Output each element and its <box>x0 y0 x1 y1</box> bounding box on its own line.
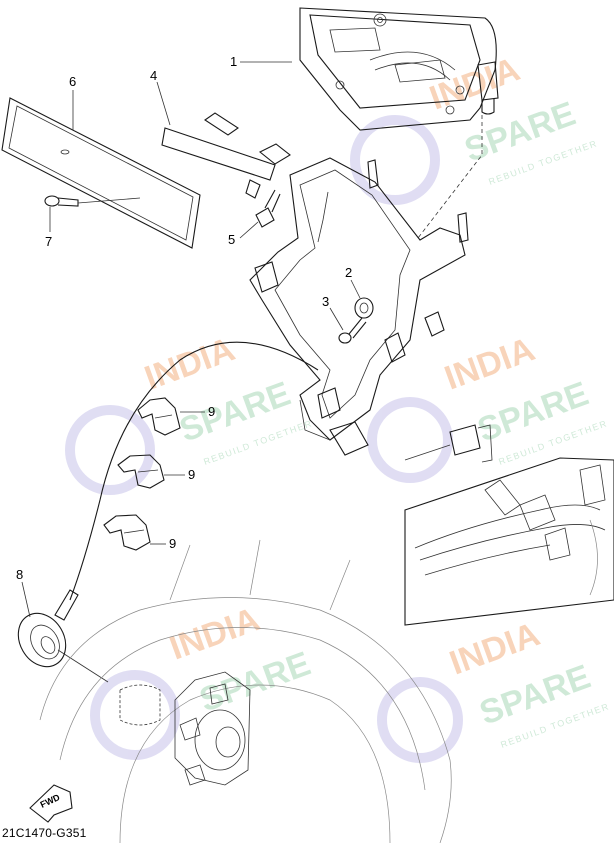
callout-5: 5 <box>228 232 235 247</box>
watermark-line1: INDIA <box>165 600 265 667</box>
clamp-9-middle <box>117 454 165 489</box>
fwd-arrow-icon: FWD <box>29 784 73 823</box>
speedometer-cable <box>69 341 319 601</box>
screw-7 <box>44 195 141 207</box>
drawing-code: 21C1470-G351 <box>2 826 87 840</box>
callout-7: 7 <box>45 234 52 249</box>
watermark-logo-icon <box>65 405 155 495</box>
watermark-line1: INDIA <box>445 615 545 682</box>
watermark-bottom-right: INDIA SPARE REBUILD TOGETHER <box>377 615 611 763</box>
meter-assembly <box>299 7 499 131</box>
watermark-top: INDIA SPARE REBUILD TOGETHER <box>350 50 599 205</box>
watermark-logo-icon <box>377 677 463 763</box>
watermark-logo-icon <box>367 397 453 483</box>
speedometer-gear-8 <box>17 589 109 683</box>
callout-2: 2 <box>345 265 352 280</box>
clamp-9-top <box>137 397 181 436</box>
screw-3 <box>338 317 367 344</box>
watermark-logo-icon <box>90 670 180 760</box>
watermark-line1: INDIA <box>440 330 540 397</box>
front-wheel <box>39 539 452 843</box>
connector <box>404 424 493 463</box>
watermark-right: INDIA SPARE REBUILD TOGETHER <box>367 330 609 483</box>
grommet-2 <box>354 297 374 319</box>
callout-1: 1 <box>230 54 237 69</box>
callout-6: 6 <box>69 74 76 89</box>
callout-9b: 9 <box>188 467 195 482</box>
bolt-5 <box>255 189 281 228</box>
callout-9c: 9 <box>169 536 176 551</box>
watermark-line2: SPARE <box>195 645 316 720</box>
detail-inset <box>404 457 614 626</box>
bracket-4 <box>161 112 291 199</box>
watermark-logo-icon <box>350 115 440 205</box>
callout-9a: 9 <box>208 404 215 419</box>
callout-3: 3 <box>322 294 329 309</box>
meter-stay-bracket <box>249 157 469 456</box>
plate-panel <box>1 97 201 249</box>
callout-4: 4 <box>150 68 157 83</box>
clamp-9-bottom <box>103 514 151 551</box>
fwd-label: FWD <box>39 792 62 810</box>
watermark-line1: INDIA <box>140 330 240 397</box>
callout-8: 8 <box>16 567 23 582</box>
